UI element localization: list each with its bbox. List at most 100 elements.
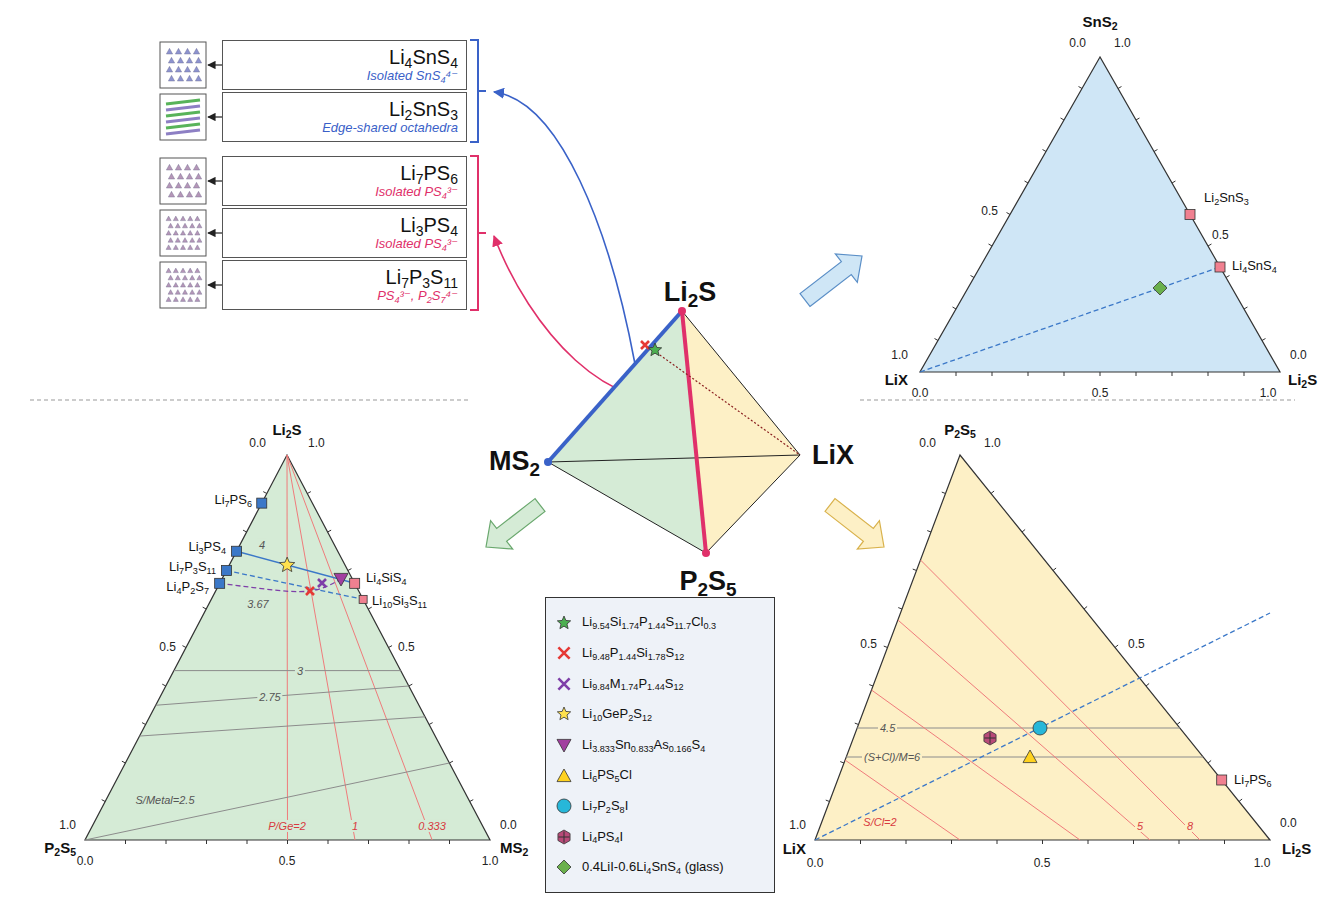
compound-label: Li4P2S7 xyxy=(166,580,209,594)
tie-line xyxy=(815,613,1270,840)
axis-tick-label: 1.0 xyxy=(789,819,806,832)
legend-marker xyxy=(554,796,574,816)
structure-tetrahedron xyxy=(188,282,193,287)
structure-tetrahedron xyxy=(190,290,195,295)
data-marker xyxy=(557,799,571,813)
axis-tick xyxy=(953,307,956,309)
ternary-triangle xyxy=(815,455,1270,840)
structure-note: PS4³⁻, P2S7⁴⁻ xyxy=(377,289,458,304)
ratio-line xyxy=(287,455,289,840)
axis-tick xyxy=(1154,150,1157,152)
thumbnail-frame xyxy=(160,262,206,308)
structure-tetrahedron xyxy=(188,230,193,235)
axis-tick-label: 0.5 xyxy=(1128,638,1145,651)
structure-box: Li4SnS4Isolated SnS4⁴⁻ xyxy=(222,40,467,90)
axis-tick xyxy=(1053,568,1056,571)
compound-label: Li2S xyxy=(272,422,301,439)
axis-tick xyxy=(1208,760,1211,763)
structure-stripe xyxy=(166,130,200,134)
axis-tick xyxy=(906,840,907,844)
structure-box: Li2SnS3Edge-shared octahedra xyxy=(222,92,467,142)
structure-tetrahedron xyxy=(195,245,200,250)
axis-tick-label: 0.0 xyxy=(77,855,94,868)
axis-tick xyxy=(263,492,267,494)
data-marker xyxy=(984,732,995,743)
legend-marker xyxy=(554,704,574,724)
legend-text: 0.4LiI-0.6Li4SnS4 (glass) xyxy=(582,860,724,874)
structure-tetrahedron xyxy=(197,223,202,228)
structure-tetrahedron xyxy=(193,48,199,54)
axis-tick xyxy=(991,491,994,494)
axis-tick xyxy=(1079,87,1082,89)
data-marker xyxy=(557,739,571,752)
axis-tick xyxy=(122,761,126,763)
compound-label: Li2S xyxy=(1282,841,1311,858)
data-marker xyxy=(215,578,225,588)
curved-arrow xyxy=(494,92,635,364)
axis-tick xyxy=(1146,683,1149,686)
structure-tetrahedron xyxy=(175,164,181,170)
pointer-arrow xyxy=(208,64,222,65)
structure-tetrahedron xyxy=(168,275,173,280)
axis-tick-label: 0.5 xyxy=(1212,229,1229,242)
axis-tick xyxy=(1088,840,1089,844)
tetra-face xyxy=(682,311,800,553)
axis-tick xyxy=(1136,118,1139,120)
structure-tetrahedron xyxy=(166,48,172,54)
tie-line xyxy=(220,579,341,592)
axis-tick xyxy=(1244,307,1247,309)
structure-tetrahedron xyxy=(166,297,171,302)
axis-tick xyxy=(971,276,974,278)
axis-tick xyxy=(1115,645,1118,648)
axis-tick xyxy=(1172,372,1173,376)
legend-marker xyxy=(554,674,574,694)
structure-stripe xyxy=(166,106,200,110)
compound-formula: Li3PS4 xyxy=(400,214,458,237)
ratio-label: 0.333 xyxy=(416,820,448,832)
pointer-arrow xyxy=(208,232,222,233)
vertex-dot xyxy=(702,549,710,557)
legend-marker xyxy=(554,827,574,847)
data-marker xyxy=(350,578,360,588)
structure-tetrahedron xyxy=(166,164,172,170)
data-marker xyxy=(280,557,295,571)
compound-label: Li10Si3S11 xyxy=(372,594,427,608)
axis-tick xyxy=(1172,181,1175,183)
ratio-label: S/Metal=2.5 xyxy=(133,794,196,806)
compound-formula: Li2SnS3 xyxy=(389,98,458,121)
axis-tick xyxy=(855,723,859,724)
data-marker xyxy=(984,731,996,745)
pointer-arrow xyxy=(208,116,222,117)
structure-tetrahedron xyxy=(195,282,200,287)
axis-tick xyxy=(328,530,332,532)
tetra-edge xyxy=(548,455,800,462)
crystal-structure-thumbnail xyxy=(160,42,206,88)
legend-text: Li10GeP2S12 xyxy=(582,707,652,721)
data-marker xyxy=(558,831,569,842)
axis-tick xyxy=(409,684,413,686)
axis-tick xyxy=(1118,87,1121,89)
ratio-line xyxy=(287,455,355,840)
structure-tetrahedron xyxy=(173,216,178,221)
legend-row: Li10GeP2S12 xyxy=(554,704,766,724)
compound-label: MS2 xyxy=(489,447,540,477)
compound-label: Li3PS4 xyxy=(188,540,226,554)
data-marker xyxy=(558,830,570,844)
structure-tetrahedron xyxy=(184,164,190,170)
structure-tetrahedron xyxy=(166,245,171,250)
axis-tick xyxy=(913,569,917,570)
ternary-triangle xyxy=(920,57,1280,372)
crystal-structure-thumbnail xyxy=(160,210,206,256)
ternary-triangle xyxy=(85,455,490,840)
tie-line xyxy=(920,267,1220,372)
axis-tick-label: 1.0 xyxy=(59,819,76,832)
structure-tetrahedron xyxy=(166,282,171,287)
big-arrow xyxy=(486,499,545,549)
ratio-line xyxy=(845,760,960,840)
structure-tetrahedron xyxy=(182,275,187,280)
axis-tick xyxy=(1028,372,1029,376)
compound-label: SnS2 xyxy=(1082,14,1117,31)
compound-label: LiX xyxy=(783,841,806,858)
axis-tick xyxy=(102,800,106,802)
structure-stripe xyxy=(166,118,200,122)
